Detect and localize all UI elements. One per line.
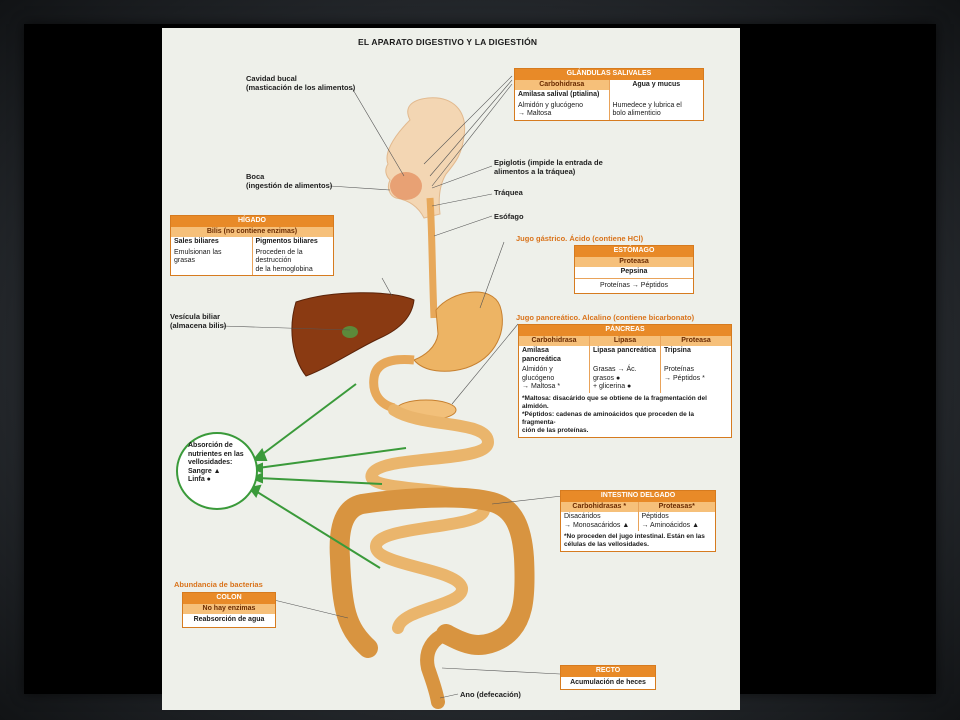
pancreas-enz3: Tripsina bbox=[660, 346, 731, 365]
label-ano: Ano (defecación) bbox=[460, 690, 521, 699]
head-silhouette bbox=[385, 97, 466, 219]
pancreas-col3: Proteasa bbox=[660, 335, 731, 346]
colon-sub: No hay enzimas bbox=[183, 603, 275, 614]
salivales-enzyme: Amilasa salival (ptialina) bbox=[518, 91, 600, 98]
colon-header: COLON bbox=[183, 593, 275, 604]
intestino-act1: Disacáridos→ Monosacáridos ▲ bbox=[564, 513, 630, 529]
pancreas-act2: Grasas → Ác. grasos ●+ glicerina ● bbox=[589, 365, 660, 393]
colon-action: Reabsorción de agua bbox=[193, 616, 265, 623]
intestino-col1: Carbohidrasas * bbox=[572, 502, 627, 510]
estomago-header: ESTÓMAGO bbox=[575, 246, 693, 257]
intestino-header: INTESTINO DELGADO bbox=[561, 491, 715, 502]
box-higado: HÍGADO Bilis (no contiene enzimas) Sales… bbox=[170, 215, 334, 276]
digestive-system-illustration bbox=[221, 75, 563, 709]
absorption-circle: Absorción de nutrientes en las vellosida… bbox=[176, 432, 258, 510]
estomago-action: Proteínas → Péptidos bbox=[575, 277, 693, 294]
esophagus bbox=[426, 197, 438, 319]
intestino-notes: *No proceden del jugo intestinal. Están … bbox=[564, 533, 705, 548]
colon-caption: Abundancia de bacterias bbox=[174, 580, 263, 589]
absorption-arrows bbox=[248, 383, 407, 569]
label-traquea: Tráquea bbox=[494, 188, 523, 197]
box-pancreas: PÁNCREAS Carbohidrasa Lipasa Proteasa Am… bbox=[518, 324, 732, 438]
estomago-sub: Proteasa bbox=[575, 256, 693, 267]
recto-header: RECTO bbox=[561, 666, 655, 677]
estomago-caption: Jugo gástrico. Ácido (contiene HCl) bbox=[516, 234, 644, 243]
higado-sub: Bilis (no contiene enzimas) bbox=[171, 226, 333, 237]
pancreas-caption: Jugo pancreático. Alcalino (contiene bic… bbox=[516, 313, 695, 322]
label-vesicula: Vesícula biliar(almacena bilis) bbox=[170, 312, 227, 330]
salivales-action1: Almidón y glucógeno→ Maltosa bbox=[518, 101, 583, 118]
higado-col1: Sales biliares bbox=[174, 238, 219, 245]
higado-col2: Pigmentos biliares bbox=[251, 237, 334, 248]
pancreas-notes: *Maltosa: disacárido que se obtiene de l… bbox=[522, 394, 707, 434]
salivales-header: GLÁNDULAS SALIVALES bbox=[515, 69, 703, 80]
stomach bbox=[413, 291, 503, 372]
pancreas-col2: Lipasa bbox=[589, 335, 660, 346]
pancreas-act3: Proteínas→ Péptidos * bbox=[660, 365, 731, 393]
pancreas-act1: Almidón y glucógeno→ Maltosa * bbox=[522, 366, 561, 390]
box-recto: RECTO Acumulación de heces bbox=[560, 665, 656, 690]
salivales-col1: Carbohidrasa bbox=[515, 79, 609, 90]
rectum bbox=[420, 627, 453, 709]
estomago-enzyme: Pepsina bbox=[620, 268, 648, 275]
pancreas-enz1: Amilasa pancreática bbox=[522, 347, 561, 363]
recto-action: Acumulación de heces bbox=[570, 678, 646, 686]
box-intestino-delgado: INTESTINO DELGADO Carbohidrasas * Protea… bbox=[560, 490, 716, 552]
label-esofago: Esófago bbox=[494, 212, 524, 221]
intestino-act2: Péptidos→ Aminoácidos ▲ bbox=[637, 512, 716, 531]
pancreas-col1: Carbohidrasa bbox=[531, 336, 577, 344]
mouth-cavity bbox=[390, 172, 422, 200]
duodenum bbox=[369, 355, 415, 413]
leader-lines bbox=[221, 75, 563, 699]
label-cavidad-bucal: Cavidad bucal(masticación de los aliment… bbox=[246, 74, 356, 92]
higado-header: HÍGADO bbox=[171, 216, 333, 227]
label-boca: Boca(ingestión de alimentos) bbox=[246, 172, 333, 190]
salivales-col2: Agua y mucus bbox=[608, 79, 704, 90]
pancreas-enz2: Lipasa pancreática bbox=[589, 346, 660, 365]
small-intestine bbox=[365, 404, 495, 634]
pancreas-header: PÁNCREAS bbox=[519, 325, 731, 336]
large-intestine bbox=[329, 487, 535, 658]
gallbladder bbox=[342, 326, 358, 338]
box-estomago: ESTÓMAGO Proteasa Pepsina Proteínas → Pé… bbox=[574, 245, 694, 294]
intestino-col2: Proteasas* bbox=[637, 501, 716, 512]
textbook-page: EL APARATO DIGESTIVO Y LA DIGESTIÓN bbox=[162, 28, 740, 710]
box-colon: COLON No hay enzimas Reabsorción de agua bbox=[182, 592, 276, 628]
box-glandulas-salivales: GLÁNDULAS SALIVALES Carbohidrasa Agua y … bbox=[514, 68, 704, 121]
page-title: EL APARATO DIGESTIVO Y LA DIGESTIÓN bbox=[358, 37, 538, 47]
